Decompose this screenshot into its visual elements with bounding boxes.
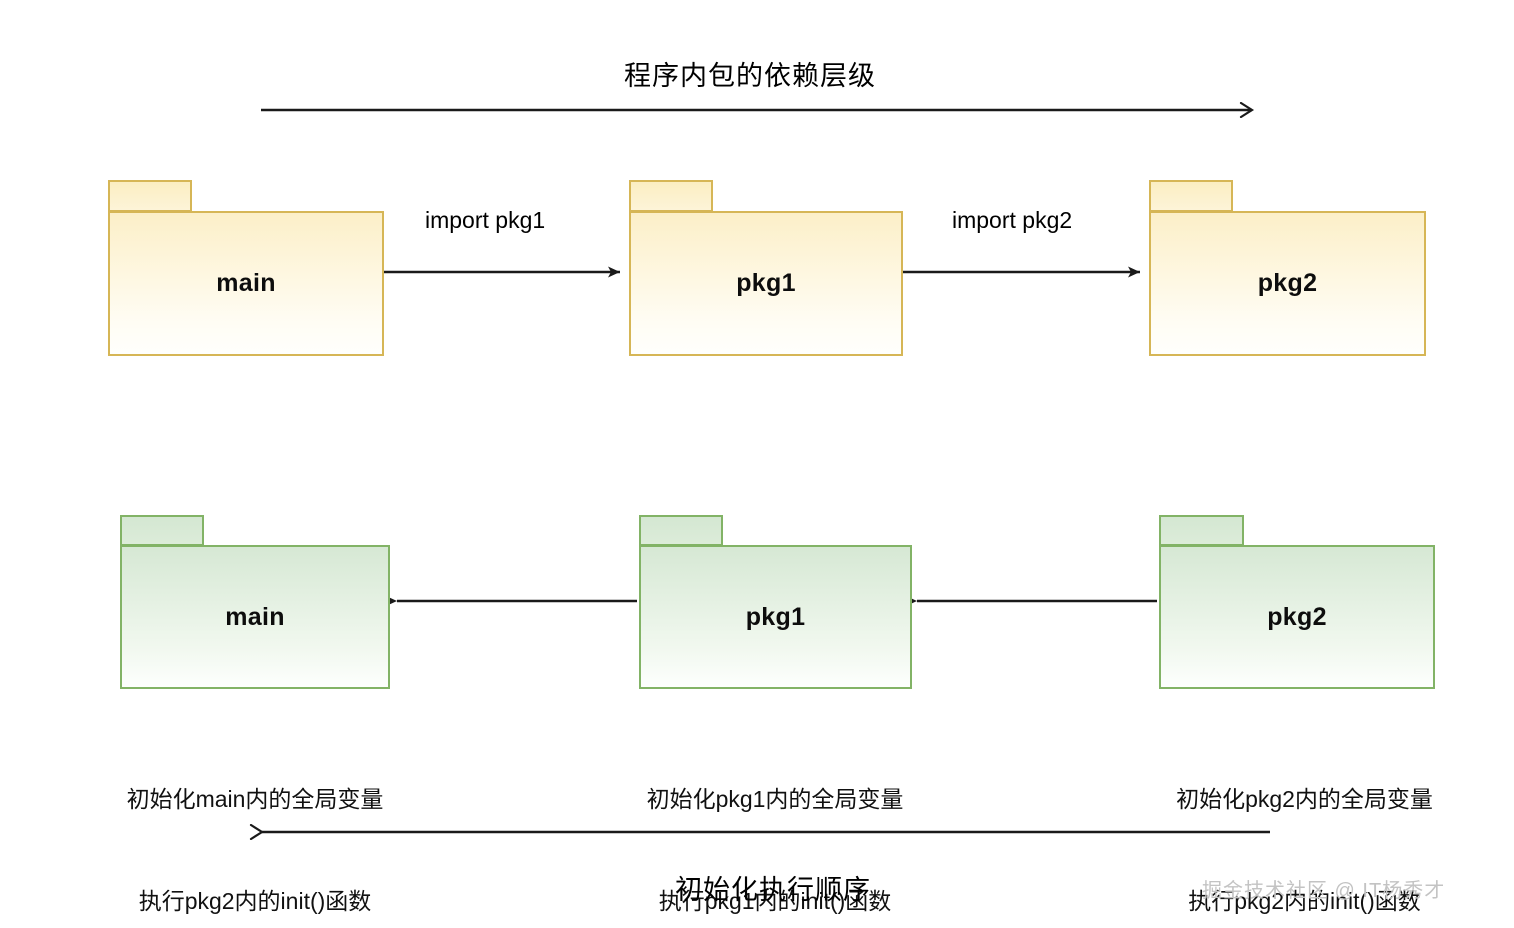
package-label: main: [225, 602, 285, 631]
init-caption-pkg1-line1: 初始化pkg1内的全局变量: [646, 786, 904, 812]
package-label: pkg2: [1267, 602, 1327, 631]
package-pkg2-init[interactable]: pkg2: [1159, 515, 1435, 689]
folder-body: pkg1: [629, 211, 903, 356]
init-caption-main: 初始化main内的全局变量 执行pkg2内的init()函数: [50, 714, 460, 928]
init-caption-main-line2: 执行pkg2内的init()函数: [138, 888, 372, 914]
folder-tab-icon: [629, 180, 713, 212]
init-caption-main-line1: 初始化main内的全局变量: [126, 786, 384, 812]
init-caption-pkg1: 初始化pkg1内的全局变量 执行pkg1内的init()函数: [570, 714, 980, 928]
folder-body: pkg1: [639, 545, 912, 689]
bottom-axis-label: 初始化执行顺序: [675, 875, 871, 905]
package-label: pkg2: [1257, 269, 1318, 297]
package-main-init[interactable]: main: [120, 515, 390, 689]
init-caption-pkg2-line1: 初始化pkg2内的全局变量: [1176, 786, 1433, 812]
folder-body: pkg2: [1149, 211, 1426, 356]
folder-body: main: [120, 545, 390, 689]
folder-tab-icon: [1159, 515, 1244, 546]
package-label: pkg1: [736, 269, 796, 297]
top-axis-label: 程序内包的依赖层级: [624, 61, 876, 91]
folder-tab-icon: [1149, 180, 1233, 212]
folder-body: pkg2: [1159, 545, 1435, 689]
folder-body: main: [108, 211, 384, 356]
package-label: pkg1: [745, 602, 806, 631]
package-pkg1-dependency[interactable]: pkg1: [629, 180, 903, 356]
folder-tab-icon: [639, 515, 723, 546]
package-main-dependency[interactable]: main: [108, 180, 384, 356]
edge-label-import-pkg1: import pkg1: [425, 207, 546, 233]
init-caption-pkg2: 初始化pkg2内的全局变量 执行pkg2内的init()函数: [1097, 714, 1512, 928]
package-pkg1-init[interactable]: pkg1: [639, 515, 912, 689]
edge-label-import-pkg2: import pkg2: [952, 207, 1073, 233]
folder-tab-icon: [120, 515, 204, 546]
init-caption-pkg1-line2: 执行pkg1内的init()函数: [658, 888, 892, 914]
package-label: main: [216, 269, 276, 297]
init-caption-pkg2-line2: 执行pkg2内的init()函数: [1188, 888, 1421, 914]
folder-tab-icon: [108, 180, 192, 212]
watermark: 掘金技术社区 @ IT杨秀才: [1202, 880, 1446, 902]
package-pkg2-dependency[interactable]: pkg2: [1149, 180, 1426, 356]
